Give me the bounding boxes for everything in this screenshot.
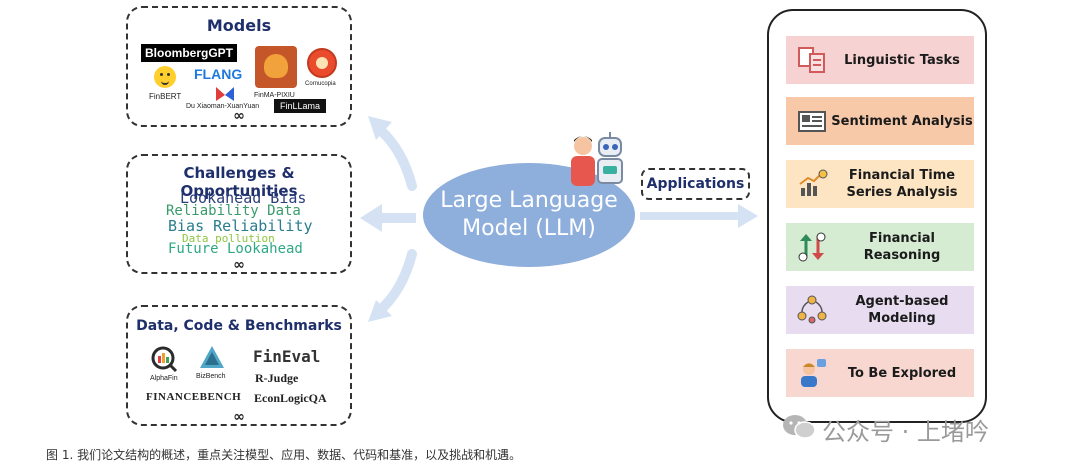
figure-caption: 图 1. 我们论文结构的概述，重点关注模型、应用、数据、代码和基准，以及挑战和机… bbox=[46, 448, 522, 462]
alphafin-icon bbox=[150, 345, 178, 378]
app-label: Sentiment Analysis bbox=[831, 113, 973, 129]
arrow-to-models-head bbox=[368, 116, 392, 140]
documents-icon bbox=[794, 42, 830, 78]
app-linguistic-tasks: Linguistic Tasks bbox=[786, 36, 974, 84]
models-more: ∞ bbox=[233, 108, 245, 124]
bizbench-label: BizBench bbox=[196, 373, 226, 380]
app-label-line2: Series Analysis bbox=[846, 185, 958, 200]
app-label: Agent-based bbox=[855, 294, 949, 309]
cornucopia-icon bbox=[307, 48, 337, 78]
agents-icon bbox=[794, 292, 830, 328]
cornucopia-label: Cornucopia bbox=[305, 81, 336, 87]
bloomberggpt-label: BloombergGPT bbox=[145, 46, 234, 60]
app-agent-based-modeling: Agent-based Modeling bbox=[786, 286, 974, 334]
app-time-series: Financial Time Series Analysis bbox=[786, 160, 974, 208]
person-robot-icon bbox=[566, 128, 626, 190]
fineval-label: FinEval bbox=[253, 347, 321, 366]
applications-label: Applications bbox=[641, 168, 750, 200]
app-sentiment-analysis: Sentiment Analysis bbox=[786, 97, 974, 145]
pixiu-icon bbox=[255, 46, 297, 88]
wordcloud-word: Lookahead Bias bbox=[180, 189, 307, 207]
app-to-be-explored: To Be Explored bbox=[786, 349, 974, 397]
rjudge-label: R-Judge bbox=[255, 371, 299, 385]
app-label: To Be Explored bbox=[847, 365, 957, 381]
arrow-to-data bbox=[373, 249, 417, 317]
wordcloud-word: Future Lookahead bbox=[168, 241, 303, 257]
financebench-label: FINANCEBENCH bbox=[146, 391, 242, 403]
wordcloud-word: Bias Reliability bbox=[168, 217, 313, 235]
bizbench-icon bbox=[199, 345, 225, 374]
wordcloud-word: Data pollution bbox=[182, 232, 275, 245]
explorer-icon bbox=[794, 355, 830, 391]
llm-title-line2: Model (LLM) bbox=[462, 216, 596, 241]
finbert-label: FinBERT bbox=[149, 92, 182, 101]
huggingface-icon bbox=[154, 66, 176, 88]
newspaper-icon bbox=[794, 103, 830, 139]
models-title: Models bbox=[206, 16, 272, 35]
llm-title-line1: Large Language bbox=[440, 188, 618, 213]
watermark-text: 公众号 · 上堵吟 bbox=[822, 418, 989, 446]
data-code-more: ∞ bbox=[233, 409, 245, 425]
econlogicqa-label: EconLogicQA bbox=[254, 391, 327, 405]
models-box: Models BloombergGPT FinBERT FLANG Du Xia… bbox=[126, 6, 352, 127]
buy-sell-icon bbox=[794, 229, 830, 265]
wechat-icon bbox=[782, 413, 816, 447]
alphafin-label: AlphaFin bbox=[150, 375, 178, 382]
finllama-logo: FinLLama bbox=[274, 99, 327, 113]
data-code-box: Data, Code & Benchmarks AlphaFin BizBenc… bbox=[126, 305, 352, 426]
applications-panel: Linguistic Tasks Sentiment Analysis bbox=[767, 9, 987, 423]
finllama-label: FinLLama bbox=[280, 101, 321, 111]
app-label: Linguistic Tasks bbox=[844, 52, 960, 68]
bar-chart-icon bbox=[794, 166, 830, 202]
app-label: Financial Time bbox=[848, 168, 956, 183]
bloomberggpt-logo: BloombergGPT bbox=[141, 44, 238, 62]
challenges-title: Challenges & Opportunities bbox=[180, 164, 298, 200]
xuanyuan-label: Du Xiaoman-XuanYuan bbox=[186, 103, 260, 110]
arrow-to-data-head bbox=[368, 300, 392, 322]
arrow-to-models bbox=[373, 123, 417, 191]
watermark: 公众号 · 上堵吟 bbox=[782, 412, 989, 447]
app-label-line2: Modeling bbox=[868, 311, 936, 326]
wordcloud-word: Reliability Data bbox=[166, 203, 301, 219]
arrow-to-challenges-head bbox=[360, 204, 382, 232]
app-label: Financial Reasoning bbox=[863, 231, 941, 263]
challenges-box: Challenges & Opportunities Lookahead Bia… bbox=[126, 154, 352, 274]
challenges-more: ∞ bbox=[233, 257, 245, 273]
xuanyuan-icon bbox=[216, 87, 234, 106]
app-financial-reasoning: Financial Reasoning bbox=[786, 223, 974, 271]
flang-label: FLANG bbox=[194, 66, 243, 82]
finma-label: FinMA-PIXIU bbox=[254, 92, 295, 99]
arrow-to-applications-head bbox=[738, 204, 758, 228]
data-code-title: Data, Code & Benchmarks bbox=[136, 318, 342, 334]
